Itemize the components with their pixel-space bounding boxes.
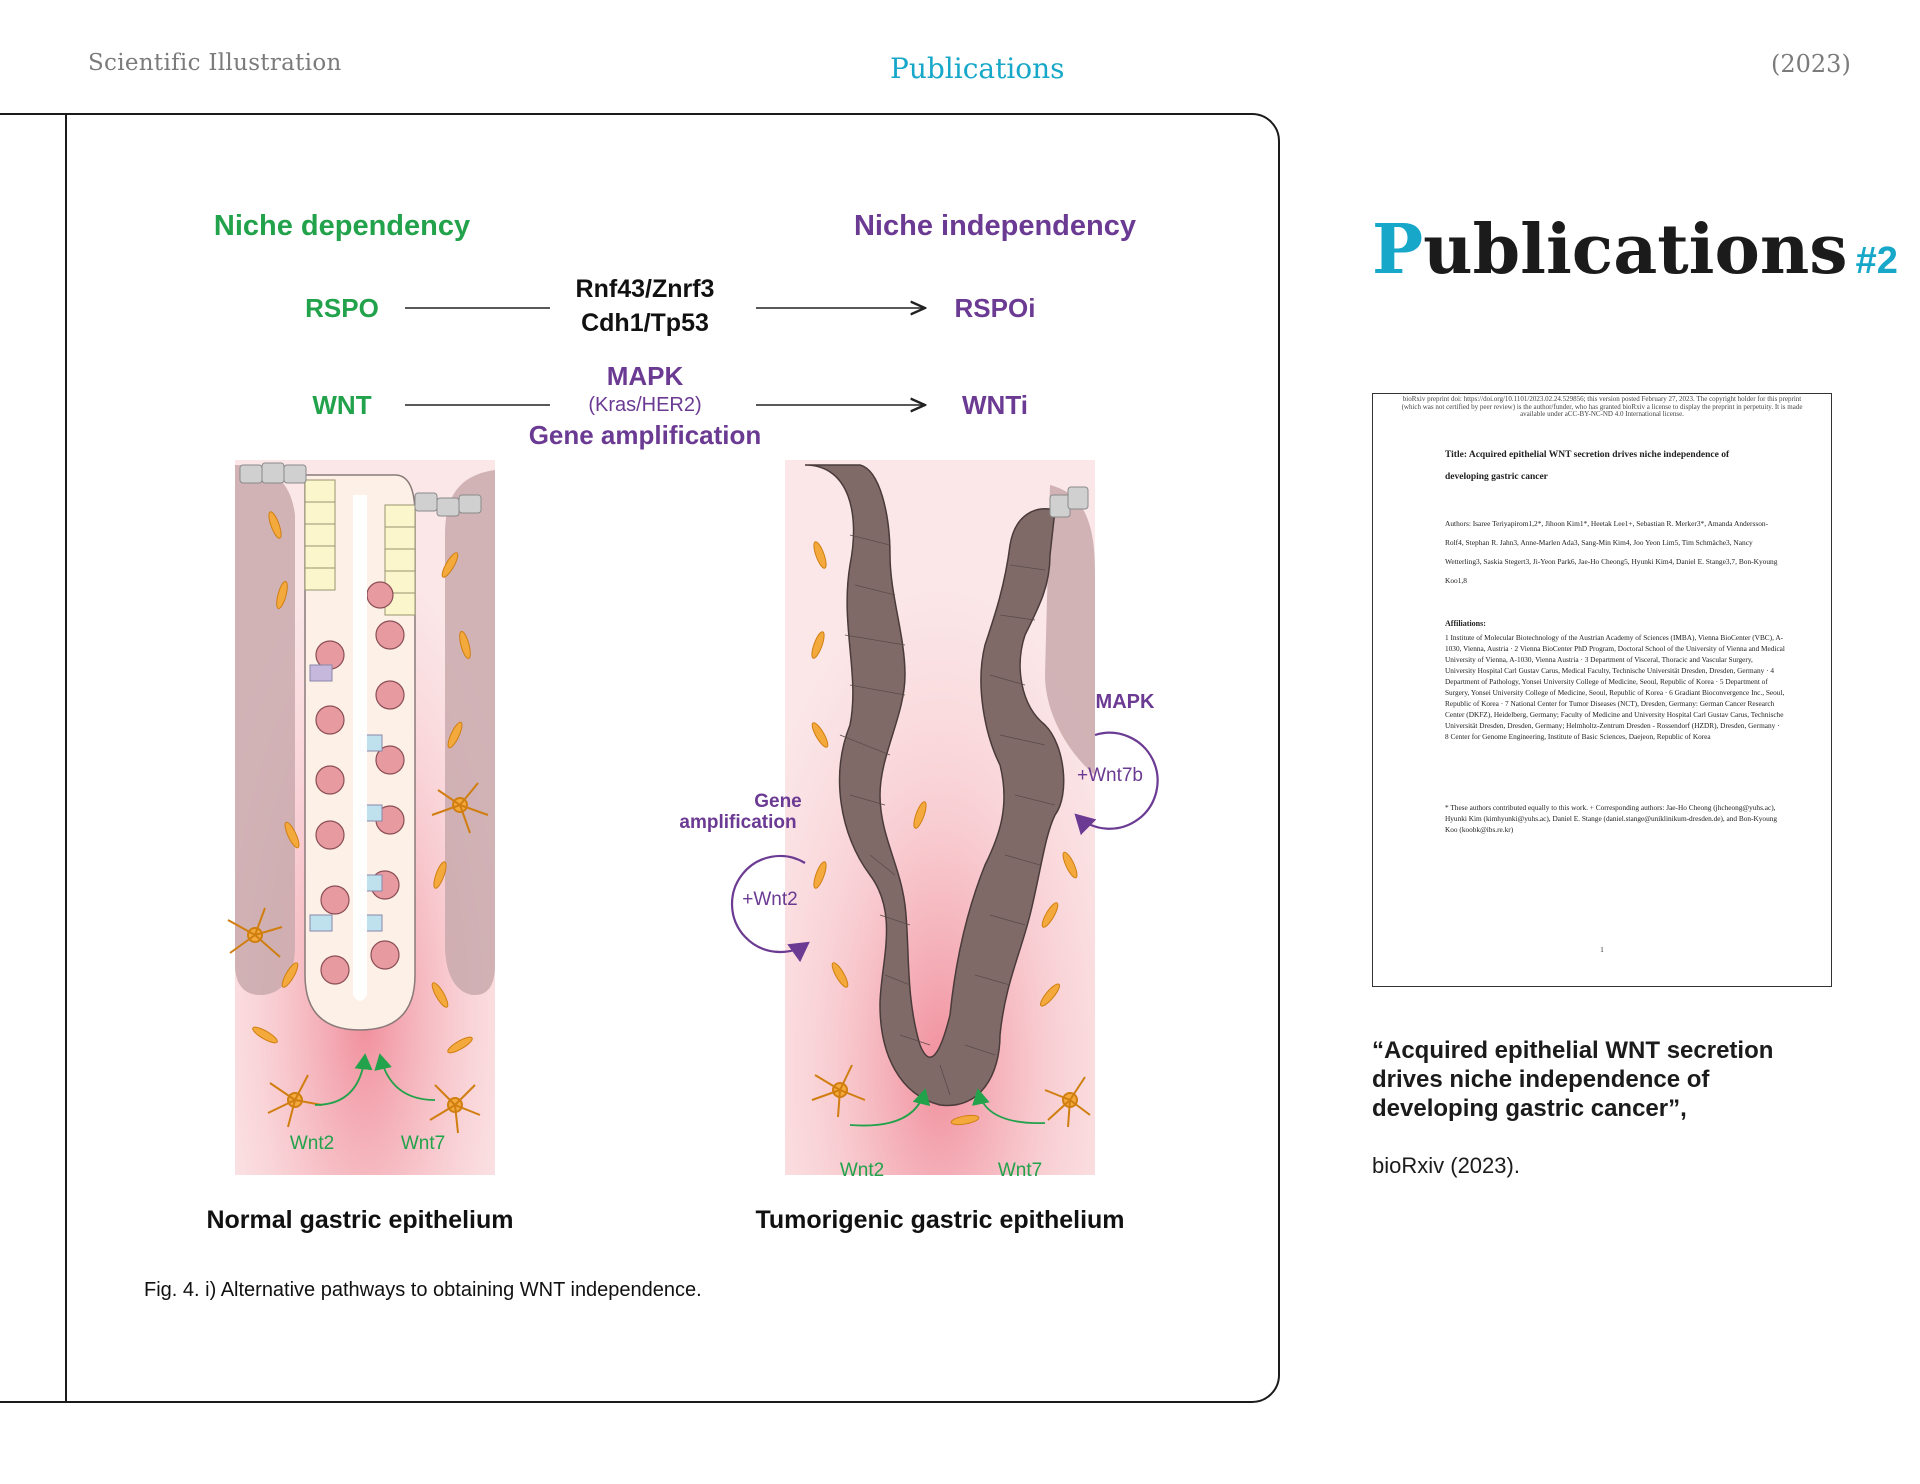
gene-amplification-label: Gene amplification	[529, 420, 762, 450]
paper-source: bioRxiv (2023).	[1372, 1153, 1520, 1179]
header-year: (2023)	[1771, 50, 1851, 78]
normal-epithelium-illustration: Wnt2 Wnt7	[228, 460, 495, 1175]
rspoi-label: RSPOi	[955, 293, 1036, 323]
publications-title-rest: ublications	[1423, 210, 1847, 290]
paper-affiliations: 1 Institute of Molecular Biotechnology o…	[1445, 632, 1785, 742]
wnt-label: WNT	[312, 390, 371, 420]
paper-affiliations-heading: Affiliations:	[1445, 619, 1486, 628]
wnt7b-label: +Wnt7b	[1077, 765, 1143, 786]
publications-title-initial: P	[1372, 210, 1423, 290]
paper-notes: * These authors contributed equally to t…	[1445, 802, 1785, 835]
normal-wnt2-label: Wnt2	[290, 1133, 334, 1154]
header-center-link[interactable]: Publications	[890, 52, 1065, 85]
genes-line-1: Rnf43/Znrf3	[576, 275, 715, 303]
normal-epithelium-label: Normal gastric epithelium	[206, 1206, 513, 1234]
paper-authors: Authors: Isaree Teriyapirom1,2*, Jihoon …	[1445, 514, 1785, 590]
gene-side-label-2: amplification	[679, 812, 796, 833]
wnti-label: WNTi	[962, 390, 1028, 420]
paper-title: Title: Acquired epithelial WNT secretion…	[1445, 444, 1771, 488]
mapk-side-label: MAPK	[1096, 691, 1155, 713]
normal-wnt7-label: Wnt7	[401, 1133, 445, 1154]
tumor-wnt7-label: Wnt7	[998, 1160, 1042, 1181]
mapk-label: MAPK	[607, 361, 684, 391]
wnt2-side-label: +Wnt2	[742, 889, 797, 910]
header-left-text: Scientific Illustration	[88, 50, 342, 76]
kras-label: (Kras/HER2)	[588, 394, 701, 416]
tumor-epithelium-label: Tumorigenic gastric epithelium	[755, 1206, 1124, 1234]
niche-independency-heading: Niche independency	[854, 210, 1136, 242]
tumor-epithelium-illustration: Wnt2 Wnt7 MAPK +Wnt7b Gene amplification…	[679, 460, 1157, 1181]
paper-thumbnail[interactable]: bioRxiv preprint doi: https://doi.org/10…	[1372, 393, 1832, 987]
gene-side-label-1: Gene	[754, 791, 802, 812]
publications-number: #2	[1856, 240, 1898, 282]
paper-page-number: 1	[1373, 946, 1831, 954]
pathway-diagram: Niche dependency Niche independency RSPO…	[60, 115, 1280, 1340]
niche-dependency-heading: Niche dependency	[214, 210, 470, 242]
publications-title: Publications#2	[1372, 210, 1898, 290]
tumor-wnt2-label: Wnt2	[840, 1160, 884, 1181]
rspo-label: RSPO	[305, 293, 379, 323]
paper-header-note: bioRxiv preprint doi: https://doi.org/10…	[1393, 396, 1811, 419]
figure-caption: Fig. 4. i) Alternative pathways to obtai…	[144, 1279, 702, 1301]
genes-line-2: Cdh1/Tp53	[581, 309, 709, 337]
paper-quote: “Acquired epithelial WNT secretion drive…	[1372, 1036, 1822, 1123]
